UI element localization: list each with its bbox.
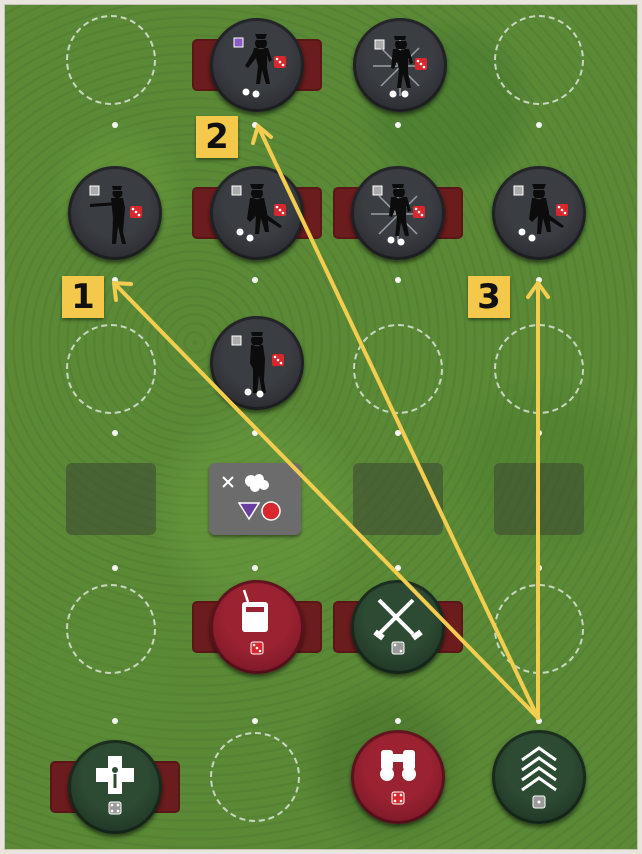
- position-dot: [536, 718, 542, 724]
- enemy-soldier-icon: [210, 18, 304, 112]
- empty-slot[interactable]: [66, 584, 156, 674]
- radio-icon: [210, 580, 304, 674]
- empty-slot[interactable]: [494, 324, 584, 414]
- position-dot: [112, 565, 118, 571]
- position-dot: [112, 430, 118, 436]
- position-dot: [252, 277, 258, 283]
- empty-slot[interactable]: [353, 324, 443, 414]
- empty-slot[interactable]: [66, 324, 156, 414]
- empty-slot[interactable]: [210, 732, 300, 822]
- terrain-slot: [66, 463, 156, 535]
- terrain-slot: [353, 463, 443, 535]
- rifles-token[interactable]: [351, 580, 445, 674]
- empty-slot[interactable]: [494, 15, 584, 105]
- position-dot: [112, 277, 118, 283]
- circle-red-icon: [262, 502, 280, 520]
- triangle-purple-icon: [239, 503, 259, 519]
- enemy-soldier-icon: [68, 166, 162, 260]
- enemy-token[interactable]: [492, 166, 586, 260]
- radio-token[interactable]: [210, 580, 304, 674]
- position-dot: [395, 122, 401, 128]
- position-dot: [536, 122, 542, 128]
- empty-slot[interactable]: [66, 15, 156, 105]
- position-dot: [536, 277, 542, 283]
- enemy-token[interactable]: [210, 316, 304, 410]
- enemy-soldier-icon: [210, 316, 304, 410]
- crossed-rifles-icon: [351, 580, 445, 674]
- position-dot: [395, 565, 401, 571]
- position-dot: [252, 122, 258, 128]
- enemy-soldier-icon: [492, 166, 586, 260]
- game-board: 1 2 3: [4, 4, 638, 850]
- position-dot: [395, 718, 401, 724]
- position-dot: [252, 430, 258, 436]
- enemy-token[interactable]: [351, 166, 445, 260]
- target-label-1: 1: [62, 276, 104, 318]
- position-dot: [252, 718, 258, 724]
- position-dot: [536, 430, 542, 436]
- sergeant-token[interactable]: [492, 730, 586, 824]
- binoculars-icon: [351, 730, 445, 824]
- position-dot: [112, 122, 118, 128]
- position-dot: [395, 430, 401, 436]
- enemy-soldier-icon: [353, 18, 447, 112]
- position-dot: [395, 277, 401, 283]
- enemy-token[interactable]: [210, 18, 304, 112]
- enemy-soldier-icon: [210, 166, 304, 260]
- binoculars-token[interactable]: [351, 730, 445, 824]
- position-dot: [252, 565, 258, 571]
- enemy-token[interactable]: [353, 18, 447, 112]
- position-dot: [536, 565, 542, 571]
- medic-token[interactable]: [68, 740, 162, 834]
- target-label-2: 2: [196, 116, 238, 158]
- smoke-icon: [223, 474, 269, 492]
- target-label-3: 3: [468, 276, 510, 318]
- medic-cross-icon: [68, 740, 162, 834]
- status-tile[interactable]: [209, 463, 301, 535]
- enemy-token[interactable]: [68, 166, 162, 260]
- enemy-soldier-icon: [351, 166, 445, 260]
- empty-slot[interactable]: [494, 584, 584, 674]
- position-dot: [112, 718, 118, 724]
- sergeant-chevrons-icon: [492, 730, 586, 824]
- terrain-slot: [494, 463, 584, 535]
- enemy-token[interactable]: [210, 166, 304, 260]
